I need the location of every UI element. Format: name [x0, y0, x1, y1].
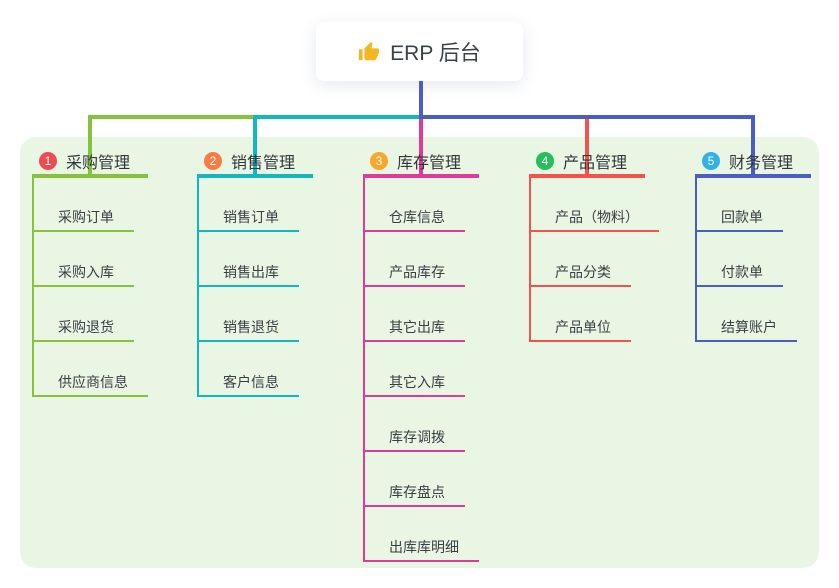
bus-line-right	[419, 115, 755, 119]
leaf-node[interactable]: 仓库信息	[363, 204, 465, 232]
branch-drop-line-4	[585, 115, 589, 176]
branch-spine-line	[529, 176, 531, 342]
branch-title: 采购管理	[66, 155, 131, 172]
bus-line-left	[88, 115, 253, 119]
branch-number-badge: 1	[39, 152, 57, 170]
branch-drop-line-3	[419, 115, 423, 176]
leaf-node[interactable]: 产品（物料）	[529, 204, 659, 232]
branch-node-5[interactable]: 5 财务管理	[695, 148, 811, 178]
branch-node-2[interactable]: 2 销售管理	[197, 148, 313, 178]
branch-title: 销售管理	[231, 155, 296, 172]
root-title: ERP 后台	[390, 41, 481, 65]
leaf-node[interactable]: 出库库明细	[363, 534, 479, 562]
leaf-node[interactable]: 产品分类	[529, 259, 631, 287]
branch-spine-line	[363, 176, 365, 562]
branch-title: 库存管理	[397, 155, 462, 172]
leaf-node[interactable]: 产品库存	[363, 259, 465, 287]
branches-panel	[20, 137, 819, 568]
branch-drop-line-1	[88, 115, 92, 176]
branch-drop-line-2	[253, 115, 257, 176]
leaf-node[interactable]: 销售出库	[197, 259, 299, 287]
leaf-node[interactable]: 销售订单	[197, 204, 299, 232]
branch-spine-line	[695, 176, 697, 342]
leaf-node[interactable]: 采购入库	[32, 259, 134, 287]
bus-line-mid	[253, 115, 419, 119]
leaf-node[interactable]: 产品单位	[529, 314, 631, 342]
leaf-node[interactable]: 库存盘点	[363, 479, 465, 507]
leaf-node[interactable]: 结算账户	[695, 314, 797, 342]
branch-number-badge: 5	[702, 152, 720, 170]
branch-title: 财务管理	[729, 155, 794, 172]
branch-drop-line-5	[751, 115, 755, 176]
leaf-node[interactable]: 其它入库	[363, 369, 465, 397]
thumbs-up-icon	[358, 41, 380, 63]
branch-node-4[interactable]: 4 产品管理	[529, 148, 645, 178]
leaf-node[interactable]: 其它出库	[363, 314, 465, 342]
leaf-node[interactable]: 回款单	[695, 204, 783, 232]
branch-number-badge: 3	[370, 152, 388, 170]
leaf-node[interactable]: 销售退货	[197, 314, 299, 342]
branch-number-badge: 2	[204, 152, 222, 170]
branch-node-1[interactable]: 1 采购管理	[32, 148, 148, 178]
branch-title: 产品管理	[563, 155, 628, 172]
root-connector-line	[419, 81, 423, 115]
leaf-node[interactable]: 库存调拨	[363, 424, 465, 452]
branch-node-3[interactable]: 3 库存管理	[363, 148, 479, 178]
leaf-node[interactable]: 付款单	[695, 259, 783, 287]
leaf-node[interactable]: 客户信息	[197, 369, 299, 397]
branch-number-badge: 4	[536, 152, 554, 170]
root-node[interactable]: ERP 后台	[316, 22, 523, 81]
leaf-node[interactable]: 供应商信息	[32, 369, 148, 397]
leaf-node[interactable]: 采购退货	[32, 314, 134, 342]
leaf-node[interactable]: 采购订单	[32, 204, 134, 232]
